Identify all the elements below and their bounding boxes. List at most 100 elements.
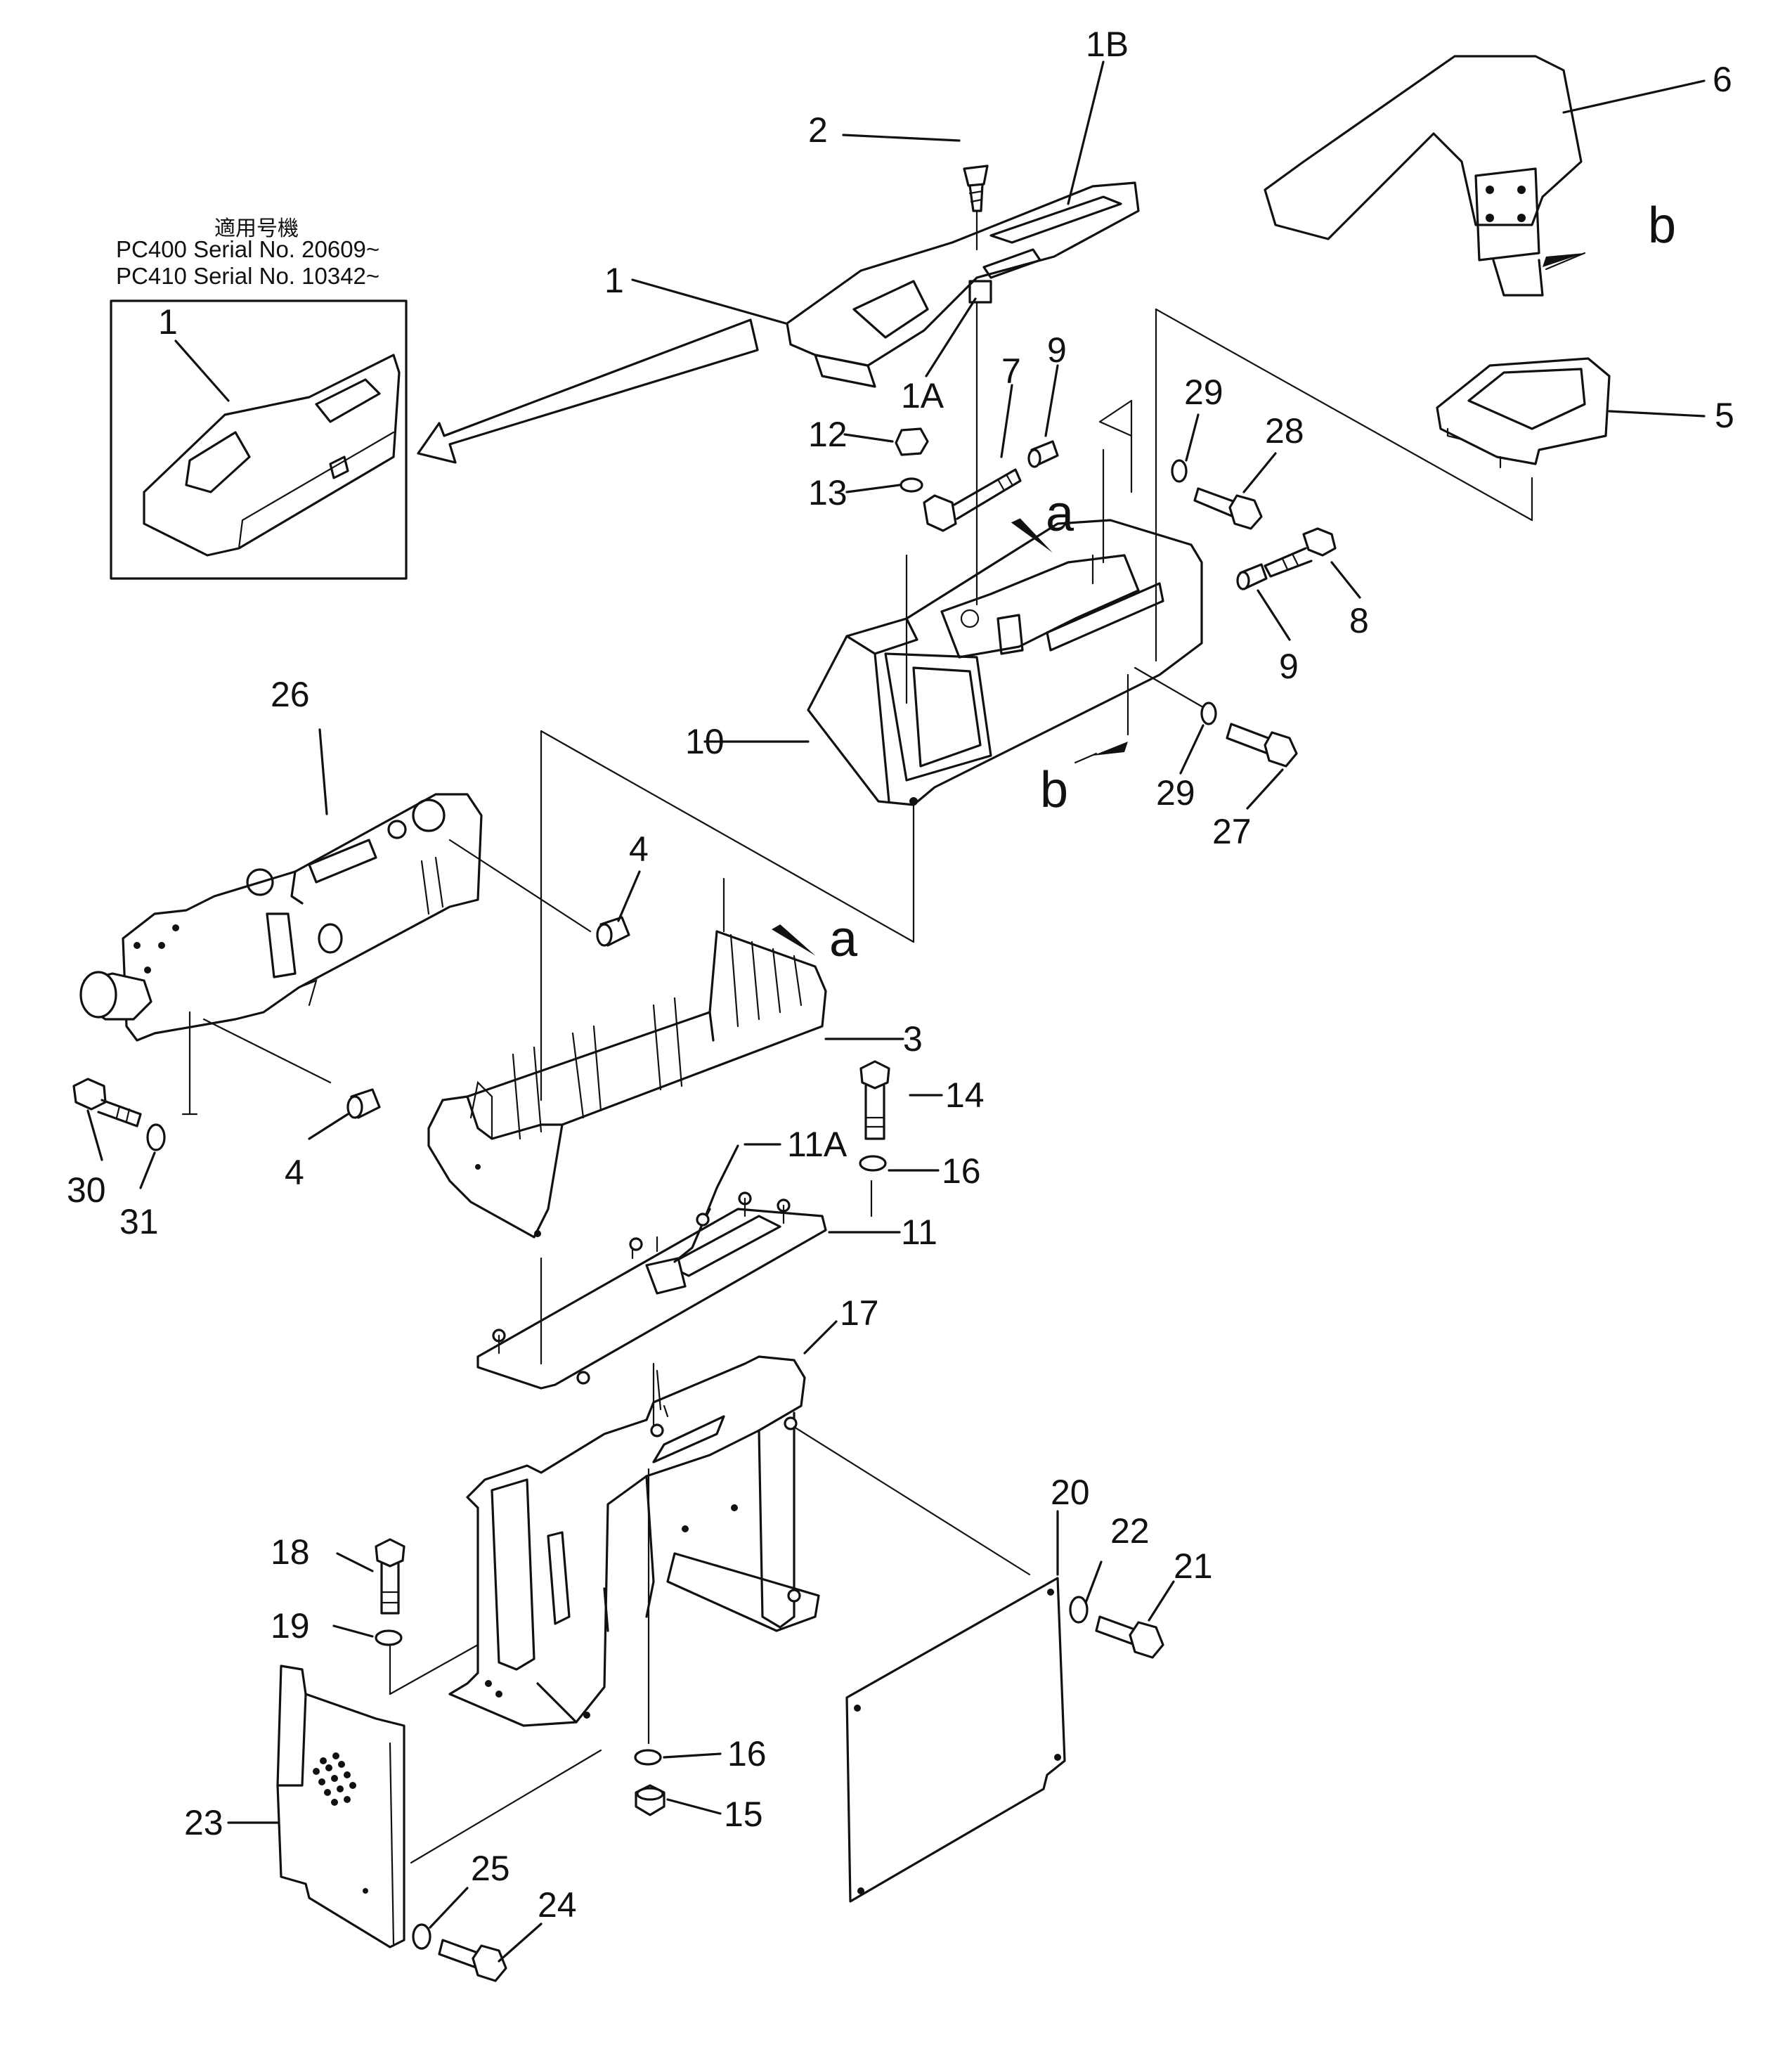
- part-30-bolt: [72, 1078, 142, 1127]
- view-marks: a a b b: [829, 198, 1676, 967]
- inset-variant-view: 適用号機 PC400 Serial No. 20609~ PC410 Seria…: [110, 217, 408, 580]
- inset-leader-1: [174, 340, 230, 402]
- part-28-bolt: [1193, 487, 1263, 530]
- label-8: 8: [1349, 601, 1369, 640]
- part-24-bolt: [438, 1939, 507, 1982]
- label-30: 30: [67, 1170, 106, 1210]
- label-1: 1: [604, 261, 624, 300]
- label-28: 28: [1265, 411, 1304, 451]
- label-20: 20: [1051, 1473, 1090, 1512]
- part-29-washer-a: [1171, 459, 1188, 483]
- part-14-bolt: [859, 1060, 890, 1140]
- view-arrow-b1: [1093, 742, 1128, 756]
- part-27-bolt: [1226, 723, 1298, 768]
- label-24: 24: [538, 1885, 577, 1925]
- label-11: 11: [901, 1213, 937, 1252]
- part-1-top-cover: [786, 181, 1140, 388]
- variant-arrow: [417, 318, 759, 464]
- part-29-washer-b: [1200, 702, 1217, 725]
- guide-19-b: [389, 1643, 479, 1695]
- view-mark-b-lower: b: [1040, 762, 1068, 818]
- label-26: 26: [271, 675, 310, 714]
- view-arrow-a1: [1011, 518, 1053, 553]
- part-labels: 1B 2 6 1 1A 7 9 29 28 5 12 13 8 9 10 29 …: [67, 25, 1734, 1925]
- label-21: 21: [1174, 1546, 1213, 1586]
- guide-23: [410, 1749, 602, 1864]
- part-5-bezel: [1436, 357, 1611, 469]
- view-arrow-a2: [772, 924, 816, 956]
- part-10-console-box: [807, 519, 1203, 806]
- guide-4-upper: [448, 839, 592, 933]
- part-23-side-panel: [276, 1665, 405, 1949]
- part-7-bolt: [923, 468, 1022, 532]
- part-3-side-box: [427, 930, 827, 1239]
- label-4-upper: 4: [629, 829, 649, 869]
- part-8-bolt: [1264, 527, 1337, 578]
- label-9-upper: 9: [1047, 330, 1067, 370]
- label-25: 25: [471, 1849, 510, 1888]
- part-2-screw: [963, 164, 989, 212]
- part-21-bolt: [1095, 1615, 1164, 1659]
- part-16-washer-lower: [634, 1749, 662, 1766]
- label-7: 7: [1001, 351, 1021, 391]
- serial-note-line-2: PC410 Serial No. 10342~: [116, 263, 379, 289]
- label-9-lower: 9: [1279, 647, 1299, 686]
- part-26-left-console: [79, 793, 483, 1042]
- part-9-spacer-a: [1027, 440, 1059, 468]
- vent-holes: [313, 1752, 356, 1806]
- part-6-handle: [1264, 55, 1583, 297]
- label-19: 19: [271, 1606, 310, 1646]
- guide-5-b: [1155, 308, 1533, 522]
- part-18-bolt: [375, 1538, 405, 1615]
- label-17: 17: [840, 1293, 879, 1333]
- part-16-washer-upper: [859, 1155, 887, 1172]
- part-15-nut: [635, 1784, 665, 1816]
- label-12: 12: [808, 415, 848, 454]
- leader-lines: [86, 60, 1706, 1963]
- part-20-cover-plate: [845, 1577, 1066, 1903]
- label-13: 13: [808, 473, 848, 512]
- label-1A: 1A: [901, 376, 944, 415]
- label-16-upper: 16: [942, 1151, 981, 1191]
- view-mark-a-lower: a: [829, 911, 858, 967]
- label-10: 10: [685, 722, 725, 761]
- view-mark-a-upper: a: [1046, 486, 1074, 542]
- part-11A-switch: [645, 1144, 739, 1295]
- label-31: 31: [119, 1202, 159, 1241]
- label-29-upper: 29: [1184, 373, 1223, 412]
- inset-label-1: 1: [158, 302, 178, 342]
- label-18: 18: [271, 1532, 310, 1572]
- label-27: 27: [1212, 812, 1252, 851]
- label-4-lower: 4: [285, 1153, 304, 1192]
- label-29-lower: 29: [1156, 773, 1195, 813]
- view-arrow-b2-tail: [1545, 252, 1586, 271]
- view-arrow-b2: [1543, 253, 1585, 267]
- guide-29-b: [1134, 666, 1203, 708]
- guide-9-a: [1098, 420, 1133, 437]
- part-25-washer: [412, 1923, 431, 1950]
- part-12-nut: [895, 427, 929, 456]
- part-4-spacer-lower: [346, 1088, 381, 1119]
- view-mark-b-upper: b: [1648, 198, 1676, 254]
- label-23: 23: [184, 1803, 223, 1842]
- part-22-washer: [1069, 1596, 1089, 1624]
- label-5: 5: [1715, 396, 1734, 435]
- serial-note-line-1: PC400 Serial No. 20609~: [116, 236, 379, 262]
- part-31-washer: [146, 1123, 166, 1151]
- guide-3-diag: [540, 730, 915, 943]
- part-19-washer: [375, 1629, 403, 1646]
- label-3: 3: [903, 1019, 923, 1059]
- part-17-frame: [448, 1355, 820, 1727]
- label-2: 2: [808, 110, 828, 150]
- label-15: 15: [724, 1795, 763, 1834]
- label-16-lower: 16: [727, 1734, 767, 1773]
- part-13-washer: [900, 477, 923, 493]
- part-4-spacer-upper: [596, 916, 630, 947]
- label-14: 14: [945, 1075, 985, 1115]
- guide-20: [793, 1426, 1031, 1576]
- label-22: 22: [1110, 1511, 1150, 1551]
- label-1B: 1B: [1086, 25, 1129, 64]
- inset-frame: [110, 299, 408, 580]
- view-arrow-b1-tail: [1074, 752, 1098, 764]
